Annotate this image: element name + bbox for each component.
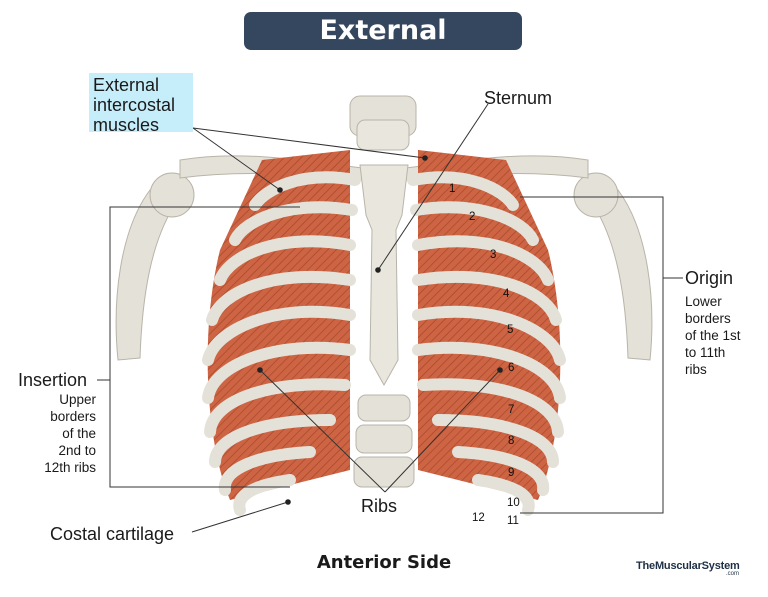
rib-number-9: 9: [508, 467, 515, 479]
rib-number-3: 3: [490, 249, 497, 261]
rib-number-8: 8: [508, 435, 515, 447]
label-costal-cartilage: Costal cartilage: [50, 524, 175, 544]
rib-number-10: 10: [507, 497, 520, 509]
sternum-bone: [359, 164, 409, 387]
rib-number-4: 4: [503, 288, 510, 300]
view-caption: Anterior Side: [316, 552, 452, 573]
label-sternum: Sternum: [484, 88, 553, 108]
rib-number-6: 6: [508, 362, 515, 374]
rib-number-5: 5: [507, 324, 514, 336]
brand-logo: TheMuscularSystem: [636, 560, 740, 572]
origin-description: Lower borders of the 1st to 11th ribs: [685, 294, 741, 377]
rib-number-12: 12: [472, 512, 485, 524]
rib-number-7: 7: [508, 404, 515, 416]
label-origin: Origin: [685, 268, 734, 288]
insertion-description: Upper borders of the 2nd to 12th ribs: [44, 392, 96, 475]
label-external-intercostal-muscles: External intercostal muscles: [93, 75, 176, 135]
rib-number-1: 1: [449, 183, 456, 195]
label-ribs: Ribs: [361, 496, 398, 516]
muscles-label-highlight: [89, 73, 193, 132]
rib-number-2: 2: [469, 211, 476, 223]
page-title: External Intercostals: [244, 12, 522, 84]
rib-number-11: 11: [507, 515, 519, 527]
right-arm-humerus: [115, 189, 179, 361]
left-arm-humerus: [589, 189, 653, 361]
label-insertion: Insertion: [18, 370, 88, 390]
brand-domain: .com: [726, 571, 740, 577]
